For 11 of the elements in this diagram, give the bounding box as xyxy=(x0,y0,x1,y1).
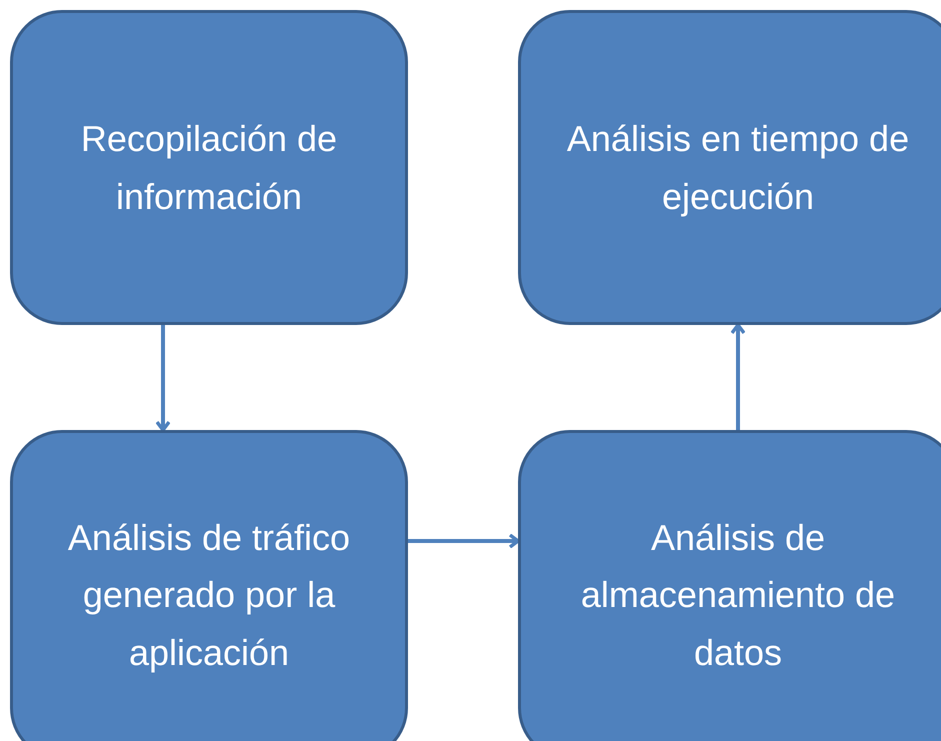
process-box xyxy=(518,10,941,325)
process-box xyxy=(10,430,408,741)
box-label: Análisis de tráfico generado por la aplicación xyxy=(66,516,352,675)
process-box xyxy=(10,10,408,325)
box-label: Análisis de almacenamiento de datos xyxy=(580,516,896,675)
box-label: Análisis en tiempo de ejecución xyxy=(566,116,910,218)
arrow xyxy=(730,323,746,430)
process-box xyxy=(518,430,941,741)
arrow xyxy=(408,533,520,549)
box-label: Recopilación de información xyxy=(80,116,338,218)
arrow xyxy=(155,325,171,432)
